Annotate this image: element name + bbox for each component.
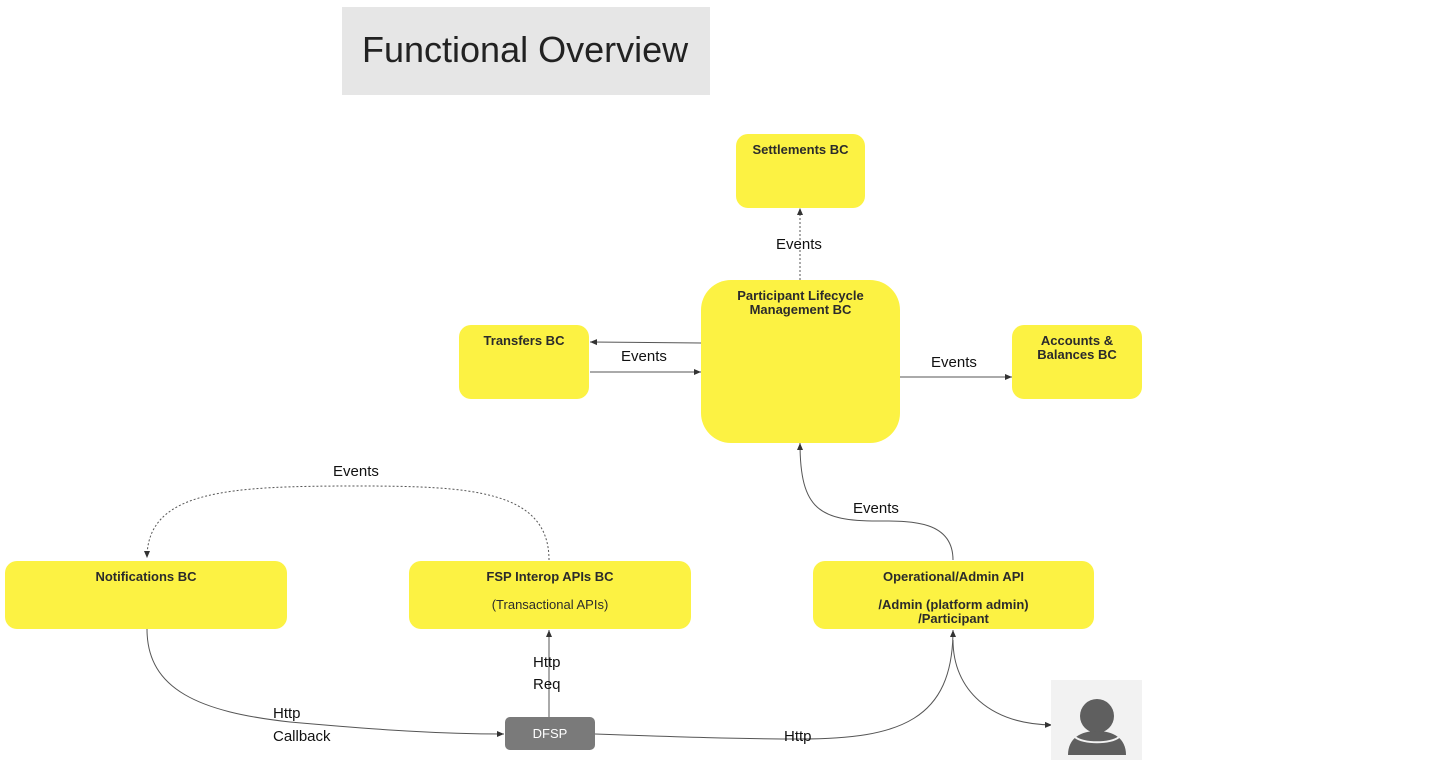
page-title: Functional Overview [362,29,689,70]
user-icon [1068,699,1126,755]
edge-notifications-dfsp [146,628,505,737]
node-accounts-label-1: Accounts & [1040,333,1114,348]
node-accounts-label-2: Balances BC [1037,347,1117,362]
edge-label-callback-2: Callback [273,728,331,745]
node-transfers-label: Transfers BC [483,333,565,348]
node-accounts-balances[interactable]: Accounts & Balances BC [1012,325,1142,399]
node-transfers[interactable]: Transfers BC [459,325,589,399]
edge-label-plm-settlements: Events [776,236,822,253]
edge-label-transfers-plm: Events [621,348,667,365]
edge-label-dfsp-admin: Http [784,728,812,745]
edge-label-admin-plm: Events [853,500,899,517]
edge-plm-transfers [589,339,702,346]
node-fsp-interop[interactable]: FSP Interop APIs BC (Transactional APIs) [409,561,691,629]
edge-label-dfsp-fsp-2: Req [533,676,561,693]
node-settlements[interactable]: Settlements BC [736,134,865,208]
node-fsp-sublabel: (Transactional APIs) [491,597,609,612]
node-admin-label: Operational/Admin API [882,569,1025,584]
node-plm-label-1: Participant Lifecycle [737,288,864,303]
node-admin-api[interactable]: Operational/Admin API /Admin (platform a… [813,561,1094,629]
edge-admin-user [952,639,1053,728]
node-dfsp[interactable]: DFSP [505,717,595,750]
edge-label-callback-1: Http [273,705,301,722]
node-participant-lifecycle[interactable]: Participant Lifecycle Management BC [701,280,900,443]
node-fsp-label: FSP Interop APIs BC [486,569,614,584]
edge-label-plm-accounts: Events [931,354,977,371]
node-admin-line2: /Admin (platform admin) [878,597,1029,612]
node-plm-label-2: Management BC [749,302,852,317]
title-box: Functional Overview [342,7,710,95]
edge-fsp-notifications [144,485,550,561]
edge-dfsp-admin [594,629,956,740]
edge-admin-plm [797,442,954,561]
edge-label-fsp-notifications: Events [333,463,379,480]
node-notifications-label: Notifications BC [95,569,197,584]
node-notifications[interactable]: Notifications BC [5,561,287,629]
node-admin-line3: /Participant [918,611,989,626]
node-settlements-label: Settlements BC [752,142,849,157]
user-avatar [1051,680,1142,760]
edge-label-dfsp-fsp-1: Http [533,654,561,671]
